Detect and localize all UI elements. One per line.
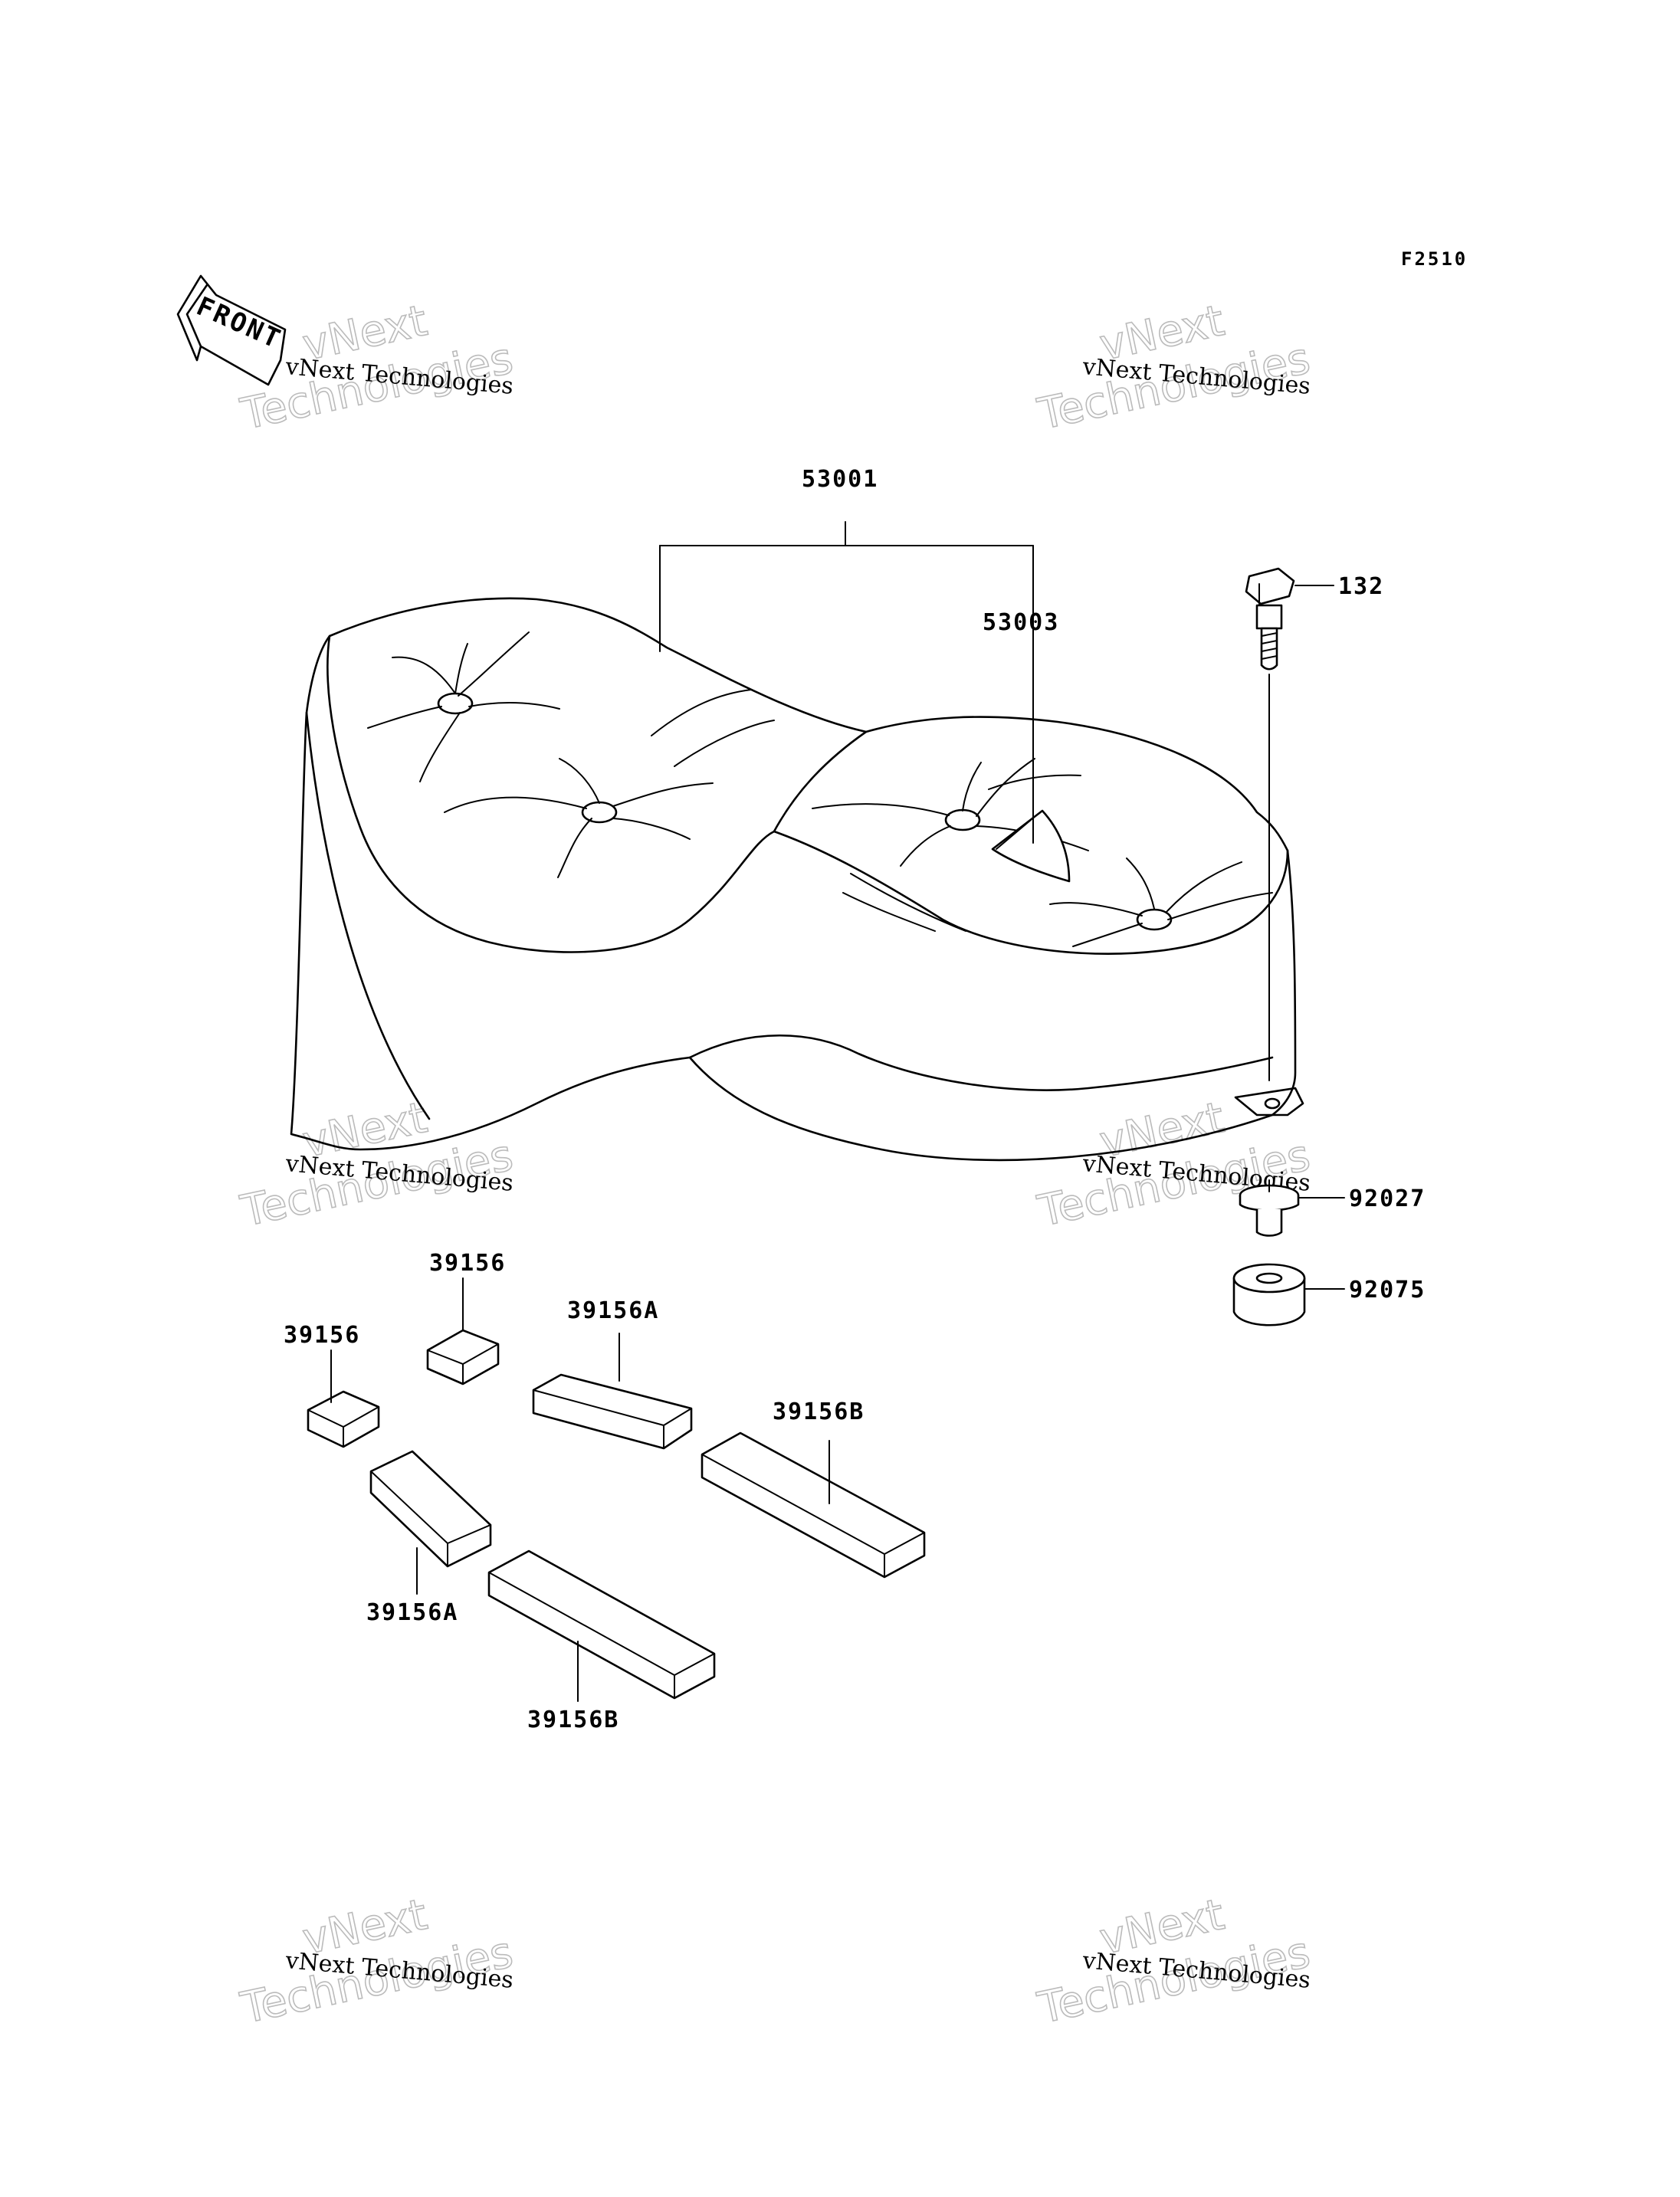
callout-39156A-upper: 39156A — [567, 1297, 659, 1324]
figure-code: F2510 — [1401, 248, 1468, 270]
callout-39156B-lower: 39156B — [527, 1707, 619, 1733]
watermark: vNext Technologies vNext Technologies vN… — [236, 295, 1315, 2034]
callout-132: 132 — [1338, 573, 1384, 600]
callout-53001: 53001 — [802, 466, 878, 493]
callout-labels: 53001 53003 132 92027 92075 39156 39156 … — [284, 466, 1426, 1733]
callout-39156-upper: 39156 — [429, 1250, 506, 1277]
callout-53003: 53003 — [983, 609, 1059, 636]
damper-92075 — [1232, 1263, 1345, 1326]
front-label: FRONT — [192, 291, 286, 356]
collar-92027 — [1239, 1179, 1345, 1237]
callout-39156-lower: 39156 — [284, 1322, 360, 1349]
callout-92075: 92075 — [1349, 1277, 1426, 1303]
callout-92027: 92027 — [1349, 1185, 1426, 1212]
seat-drawing — [290, 597, 1304, 1162]
front-arrow-icon: FRONT — [176, 274, 287, 386]
bolt-132 — [1245, 567, 1334, 1081]
seat-leaders — [659, 521, 1034, 844]
callout-39156B-upper: 39156B — [773, 1399, 865, 1425]
pads — [307, 1277, 926, 1702]
callout-39156A-lower: 39156A — [366, 1599, 458, 1626]
